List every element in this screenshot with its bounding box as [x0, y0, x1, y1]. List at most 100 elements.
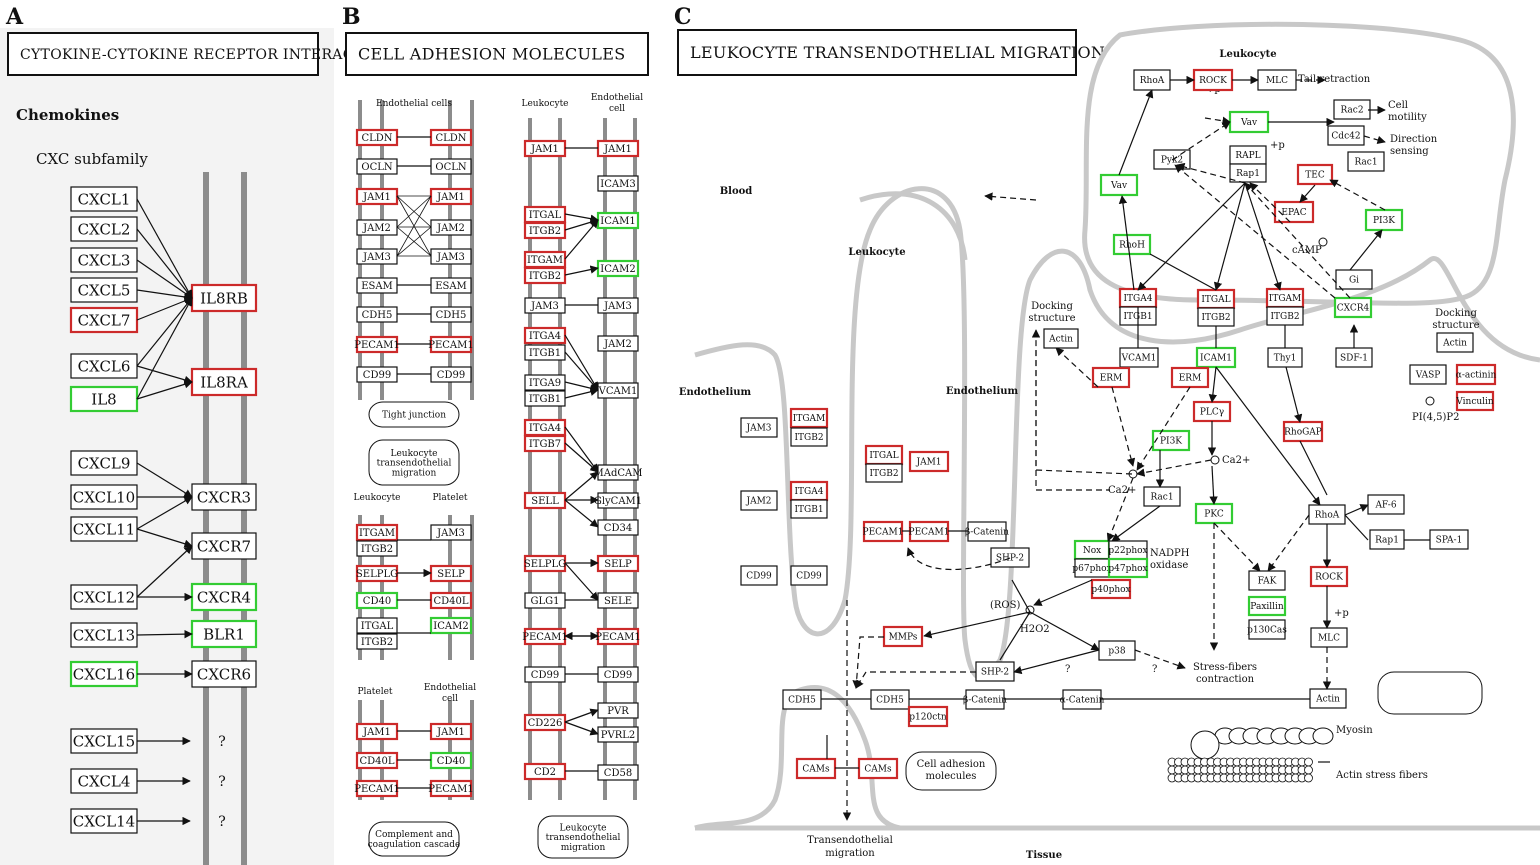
gene-label: JAM2	[436, 223, 465, 234]
gene-label: Paxillin	[1250, 602, 1284, 612]
svg-text:structure: structure	[1028, 313, 1075, 324]
node-p130cas: p130Cas	[1247, 619, 1287, 640]
edge-arrow	[564, 721, 599, 736]
gene-label: FAK	[1258, 577, 1277, 587]
gene-label: Nox	[1083, 546, 1101, 556]
ligand-cxcl13: CXCL13	[70, 622, 138, 648]
cam-node: JAM1	[429, 187, 473, 206]
gene-label: CXCL6	[78, 357, 131, 375]
cam-node: JAM2	[597, 335, 639, 352]
cam-node: ITGB1	[524, 344, 566, 361]
gene-label: ITGAL	[361, 621, 394, 632]
cam-node: ICAM3	[597, 175, 639, 192]
gene-label: ROCK	[1315, 573, 1343, 583]
node--actinin: α-actinin	[1456, 363, 1497, 386]
cam-node: VCAM1	[597, 382, 639, 399]
edge-arrow	[136, 289, 193, 302]
node-pkc: PKC	[1194, 502, 1234, 525]
gene-label: ICAM3	[600, 179, 635, 190]
gene-label: CXCL5	[78, 281, 131, 299]
edge-arrow	[1213, 522, 1261, 572]
cam-node: ITGA4	[523, 418, 567, 437]
edge-arrow	[564, 708, 599, 723]
ligand-cxcl4: CXCL4	[70, 768, 138, 794]
gene-label: α-actinin	[1456, 371, 1497, 381]
gene-label: CDH5	[362, 310, 393, 321]
gene-label: JAM1	[915, 458, 941, 468]
gene-label: Vav	[1110, 181, 1128, 191]
cam-node: SELL	[523, 491, 567, 510]
node-itgb1: ITGB1	[790, 499, 828, 519]
svg-text:migration: migration	[825, 848, 875, 859]
gene-label: EPAC	[1281, 208, 1306, 218]
gene-label: Cdc42	[1331, 132, 1360, 142]
gene-label: Vinculin	[1455, 397, 1494, 407]
gene-label: ITGA4	[529, 331, 561, 342]
gene-label: Rap1	[1236, 169, 1260, 179]
gene-label: CAMs	[802, 765, 830, 775]
gene-label: PECAM1	[595, 632, 641, 643]
gene-label: ITGB1	[794, 505, 823, 515]
gene-label: CD40	[363, 596, 391, 607]
cam-node: ITGAM	[355, 523, 399, 542]
edge-path	[855, 671, 976, 689]
membrane-track	[603, 118, 607, 800]
gene-label: β-Catenin	[963, 696, 1007, 706]
cam-node: CDH5	[356, 306, 398, 323]
gene-label: ITGA9	[529, 378, 561, 389]
gene-label: JAM1	[436, 727, 465, 738]
node-cdc42: Cdc42	[1327, 125, 1365, 146]
gene-label: SELL	[531, 496, 559, 507]
receptor-il8rb: IL8RB	[190, 283, 258, 313]
pathway-link-label: Leukocyte	[559, 823, 606, 833]
ligand-cxcl9: CXCL9	[70, 450, 138, 476]
gene-label: p67phox	[1072, 564, 1111, 574]
membrane-track	[448, 515, 452, 660]
edge-arrow	[136, 297, 193, 400]
node-mlc: MLC	[1257, 69, 1297, 91]
edge-arrow	[136, 380, 193, 400]
gene-label: CXCL7	[78, 311, 131, 329]
cam-node: OCLN	[430, 158, 472, 175]
receptor-il8ra: IL8RA	[190, 367, 258, 397]
cam-node: ITGB2	[356, 540, 398, 557]
gene-label: CD99	[437, 370, 465, 381]
gene-label: CXCL9	[78, 454, 131, 472]
gene-label: SPA-1	[1436, 536, 1463, 546]
gene-label: Rap1	[1375, 536, 1399, 546]
gene-label: CD226	[528, 718, 563, 729]
header-leukocyte: Leukocyte	[353, 493, 400, 503]
gene-label: SHP-2	[981, 668, 1009, 678]
edge-arrow	[564, 265, 599, 276]
gene-label: IL8RB	[200, 289, 248, 307]
label-docking-left: Docking	[1031, 301, 1073, 312]
cam-node: PECAM1	[595, 627, 641, 646]
gene-label: JAM3	[603, 301, 632, 312]
node--catenin: β-Catenin	[963, 689, 1007, 710]
gene-label: PI3K	[1373, 216, 1395, 226]
node-itgb2: ITGB2	[1266, 306, 1304, 326]
gene-label: JAM3	[530, 301, 559, 312]
gene-label: CXCR4	[1337, 304, 1370, 314]
cam-node: CD99	[430, 366, 472, 383]
gene-label: p38	[1108, 647, 1125, 657]
gene-label: BLR1	[203, 625, 245, 643]
gene-label: JAM2	[745, 497, 771, 507]
node-spa-1: SPA-1	[1429, 529, 1469, 550]
edge-arrow	[1118, 195, 1135, 291]
receptor-cxcr3: CXCR3	[191, 483, 257, 511]
svg-text:+p: +p	[1270, 140, 1285, 151]
node-rhogap: RhoGAP	[1282, 420, 1324, 443]
gene-label: Rac1	[1150, 493, 1173, 503]
edge-path	[1031, 329, 1133, 475]
gene-label: CD99	[363, 370, 391, 381]
gene-label: MMPs	[889, 633, 918, 643]
cam-node: JAM1	[355, 187, 399, 206]
ligand-cxcl15: CXCL15	[70, 728, 138, 754]
gene-label: PECAM1	[354, 784, 400, 795]
gene-label: CXCL2	[78, 220, 131, 238]
ligand-cxcl5: CXCL5	[70, 277, 138, 303]
node-itga4: ITGA4	[1118, 287, 1158, 309]
pathway-link-label: Tight junction	[382, 411, 446, 421]
label-stress-fibers: Stress-fibers	[1193, 662, 1257, 673]
